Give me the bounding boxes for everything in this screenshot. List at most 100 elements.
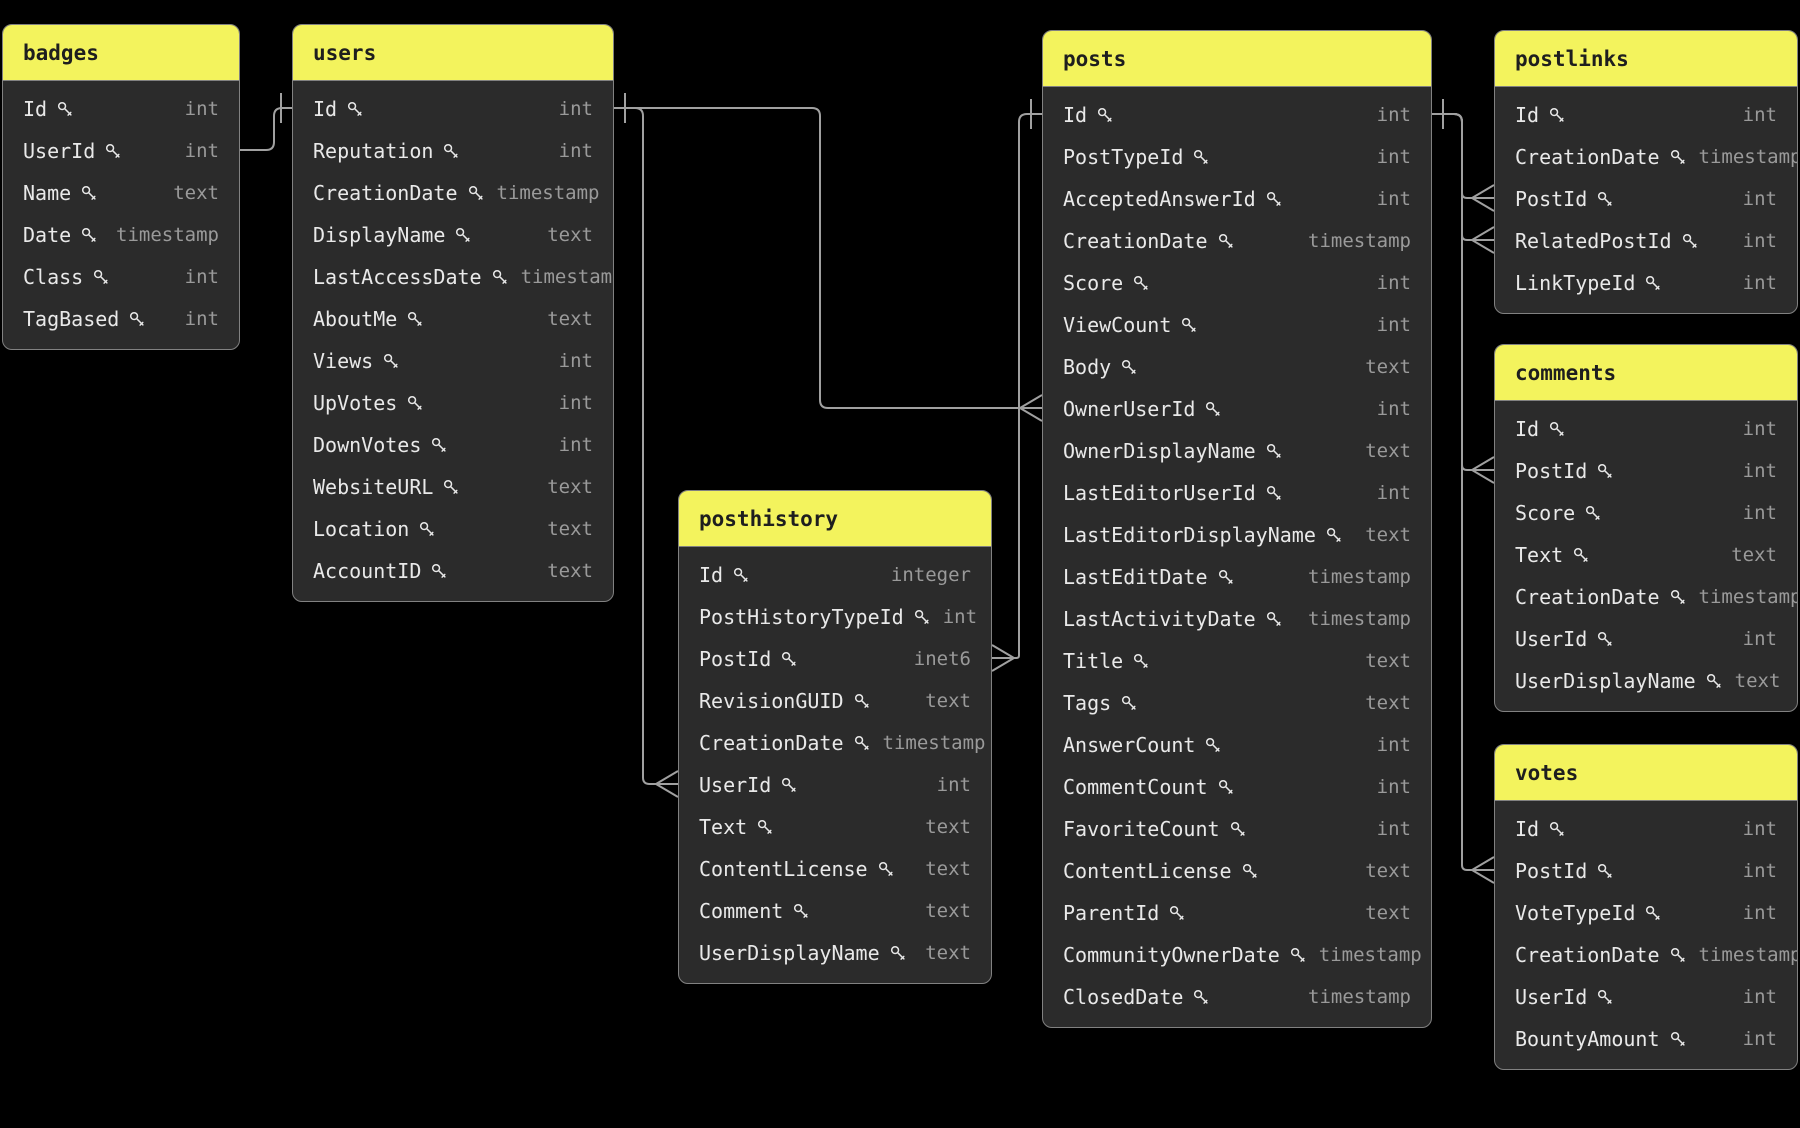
field-type: int <box>1742 502 1777 524</box>
field-type: text <box>925 942 971 964</box>
field-row-UserDisplayName: UserDisplayName text <box>679 932 991 974</box>
table-header[interactable]: votes <box>1495 745 1797 801</box>
primary-key-icon <box>853 692 871 710</box>
field-name: UserDisplayName <box>1515 669 1723 693</box>
table-postlinks[interactable]: postlinks Id int CreationDate <box>1494 30 1798 314</box>
field-type: int <box>558 434 593 456</box>
primary-key-icon <box>1669 148 1687 166</box>
field-name: Id <box>1515 103 1566 127</box>
field-type: int <box>1742 902 1777 924</box>
field-type: text <box>1365 440 1411 462</box>
field-type: timestamp <box>1308 230 1411 252</box>
primary-key-icon <box>1669 946 1687 964</box>
primary-key-icon <box>430 436 448 454</box>
field-row-ContentLicense: ContentLicense text <box>1043 850 1431 892</box>
field-name: Reputation <box>313 139 460 163</box>
table-header[interactable]: users <box>293 25 613 81</box>
field-row-DisplayName: DisplayName text <box>293 214 613 256</box>
field-row-PostId: PostId int <box>1495 850 1797 892</box>
field-row-CreationDate: CreationDate timestamp <box>679 722 991 764</box>
primary-key-icon <box>442 142 460 160</box>
table-header[interactable]: posthistory <box>679 491 991 547</box>
field-name: UserDisplayName <box>699 941 907 965</box>
field-type: text <box>1365 902 1411 924</box>
primary-key-icon <box>80 226 98 244</box>
field-name: AccountID <box>313 559 448 583</box>
field-name: CreationDate <box>1515 943 1687 967</box>
field-type: int <box>1742 818 1777 840</box>
table-header[interactable]: comments <box>1495 345 1797 401</box>
field-type: int <box>1376 776 1411 798</box>
field-type: int <box>1742 418 1777 440</box>
primary-key-icon <box>430 562 448 580</box>
field-name: Title <box>1063 649 1150 673</box>
field-type: text <box>547 308 593 330</box>
table-posts[interactable]: posts Id int PostTypeId <box>1042 30 1432 1028</box>
relationship-line <box>1432 113 1472 241</box>
field-type: int <box>1376 818 1411 840</box>
primary-key-icon <box>756 818 774 836</box>
primary-key-icon <box>1548 106 1566 124</box>
field-row-Id: Id int <box>1495 808 1797 850</box>
field-type: text <box>1365 356 1411 378</box>
field-name: Id <box>23 97 74 121</box>
field-type: timestamp <box>1308 986 1411 1008</box>
primary-key-icon <box>1596 190 1614 208</box>
field-name: PostId <box>1515 859 1614 883</box>
field-name: CreationDate <box>313 181 485 205</box>
primary-key-icon <box>1681 232 1699 250</box>
primary-key-icon <box>406 310 424 328</box>
primary-key-icon <box>853 734 871 752</box>
primary-key-icon <box>382 352 400 370</box>
field-name: OwnerUserId <box>1063 397 1222 421</box>
table-header[interactable]: posts <box>1043 31 1431 87</box>
field-name: Score <box>1515 501 1602 525</box>
table-body: Id int PostId int Score <box>1495 401 1797 711</box>
table-body: Id int Reputation int Cr <box>293 81 613 601</box>
table-badges[interactable]: badges Id int UserId <box>2 24 240 350</box>
field-type: int <box>1376 482 1411 504</box>
field-name: CreationDate <box>1063 229 1235 253</box>
primary-key-icon <box>442 478 460 496</box>
field-type: timestamp <box>1698 944 1798 966</box>
relationship-line <box>1432 113 1472 199</box>
field-name: PostHistoryTypeId <box>699 605 931 629</box>
field-name: CreationDate <box>1515 585 1687 609</box>
field-row-OwnerUserId: OwnerUserId int <box>1043 388 1431 430</box>
field-name: TagBased <box>23 307 146 331</box>
field-row-UserId: UserId int <box>679 764 991 806</box>
field-type: int <box>184 308 219 330</box>
relationship-line <box>1432 113 1472 471</box>
field-type: int <box>558 350 593 372</box>
table-title: postlinks <box>1515 46 1629 71</box>
table-posthistory[interactable]: posthistory Id integer PostHistoryTypeId <box>678 490 992 984</box>
primary-key-icon <box>1596 630 1614 648</box>
field-name: LinkTypeId <box>1515 271 1662 295</box>
field-type: int <box>1742 860 1777 882</box>
field-name: AcceptedAnswerId <box>1063 187 1283 211</box>
field-row-Id: Id int <box>3 88 239 130</box>
field-type: text <box>547 224 593 246</box>
field-row-Reputation: Reputation int <box>293 130 613 172</box>
field-row-LastEditorDisplayName: LastEditorDisplayName text <box>1043 514 1431 556</box>
field-type: text <box>1734 670 1781 692</box>
primary-key-icon <box>1548 820 1566 838</box>
field-name: DownVotes <box>313 433 448 457</box>
table-votes[interactable]: votes Id int PostId <box>1494 744 1798 1070</box>
field-type: timestamp <box>496 182 600 204</box>
field-row-PostId: PostId inet6 <box>679 638 991 680</box>
primary-key-icon <box>1229 820 1247 838</box>
field-row-LastEditDate: LastEditDate timestamp <box>1043 556 1431 598</box>
field-name: LastActivityDate <box>1063 607 1283 631</box>
field-name: PostTypeId <box>1063 145 1210 169</box>
field-name: PostId <box>699 647 798 671</box>
field-row-Id: Id integer <box>679 554 991 596</box>
field-type: int <box>558 98 593 120</box>
primary-key-icon <box>1644 904 1662 922</box>
table-users[interactable]: users Id int Reputation <box>292 24 614 602</box>
table-header[interactable]: badges <box>3 25 239 81</box>
field-row-Name: Name text <box>3 172 239 214</box>
table-comments[interactable]: comments Id int PostId <box>1494 344 1798 712</box>
table-header[interactable]: postlinks <box>1495 31 1797 87</box>
